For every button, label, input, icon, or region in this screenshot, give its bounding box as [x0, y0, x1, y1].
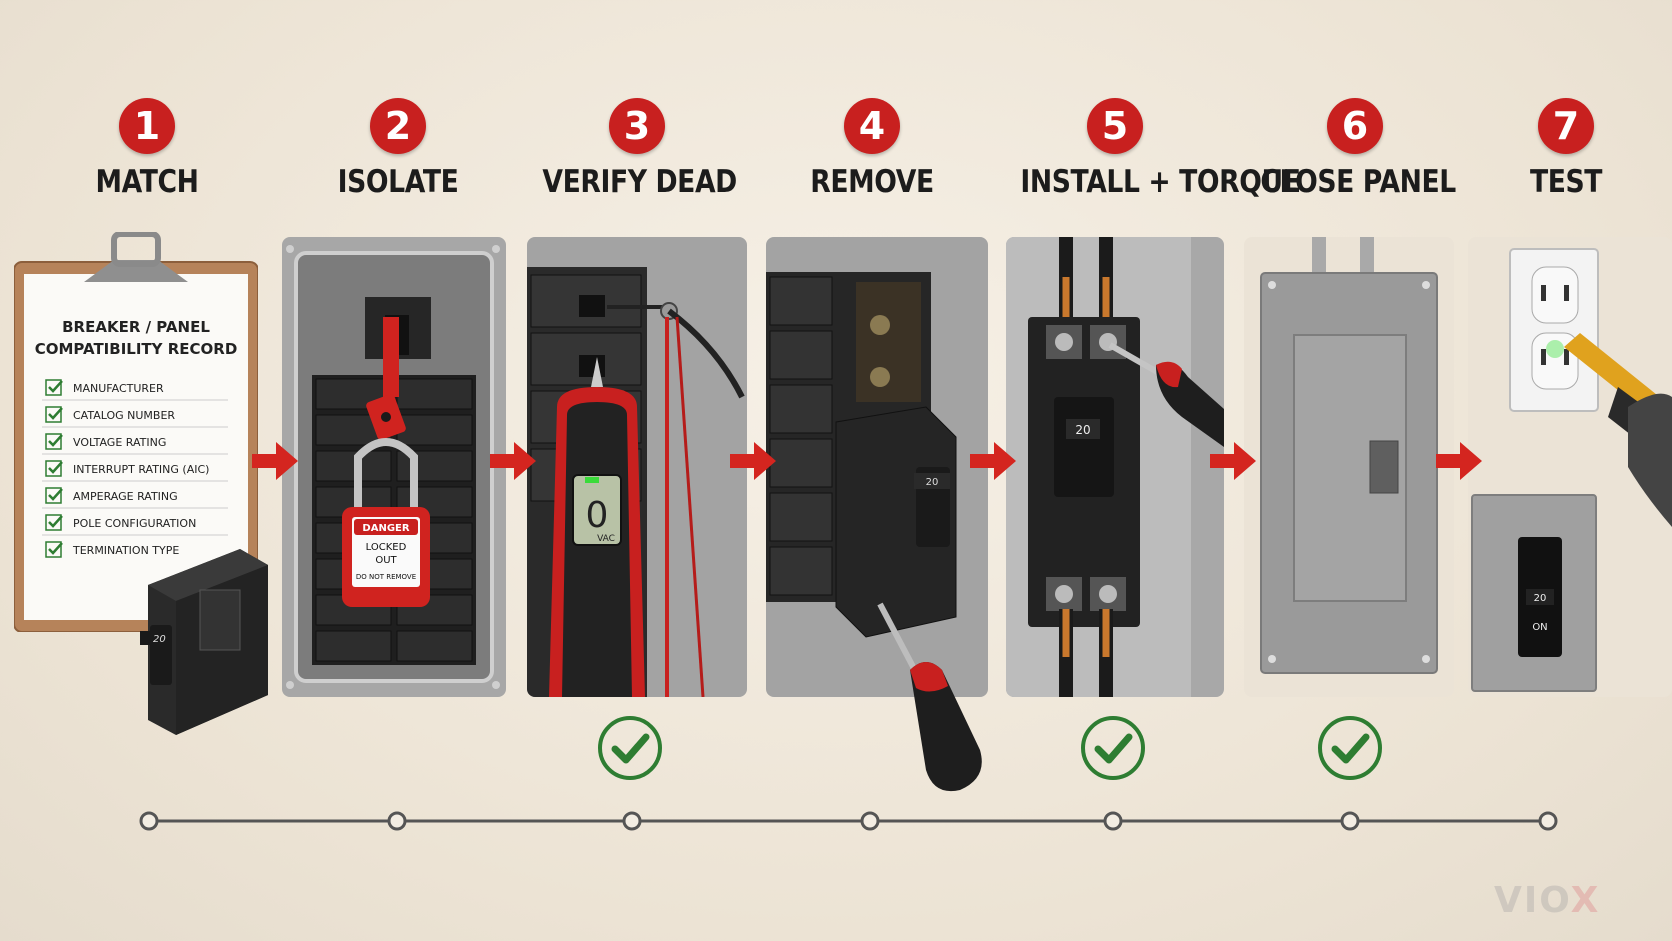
step-title: INSTALL + TORQUE [1020, 164, 1301, 200]
step-title: TEST [1529, 164, 1603, 200]
checkbox-icon [45, 379, 62, 396]
checklist-item: MANUFACTURER [73, 382, 164, 395]
step-title: CLOSE PANEL [1260, 164, 1456, 200]
compatibility-clipboard: BREAKER / PANEL COMPATIBILITY RECORD MAN… [14, 232, 258, 632]
breaker-rating-label: 20 [926, 477, 939, 488]
meter-reading: 0 [586, 495, 609, 536]
breaker-rating-label: 20 [1075, 423, 1090, 437]
meter-unit: VAC [597, 534, 615, 544]
checkbox-icon [45, 433, 62, 450]
checkmark-icon [1318, 716, 1382, 780]
checkbox-icon [45, 541, 62, 558]
checkmark-icon [1081, 716, 1145, 780]
logo-text: VIO [1494, 880, 1571, 921]
step-number-badge: 4 [844, 98, 900, 154]
checkmark-icon [598, 716, 662, 780]
timeline-node [622, 811, 642, 831]
step-title: REMOVE [810, 164, 934, 200]
danger-header: DANGER [362, 523, 409, 534]
test-panel: 20 ON [1468, 237, 1672, 697]
close-panel [1244, 237, 1454, 697]
arrow-right-icon [1436, 442, 1482, 480]
breaker-rating-label: 20 [153, 634, 166, 645]
timeline-node [1103, 811, 1123, 831]
timeline-node [387, 811, 407, 831]
clipboard-heading-line2: COMPATIBILITY RECORD [35, 340, 238, 358]
checklist-item: AMPERAGE RATING [73, 490, 178, 503]
checklist-item: VOLTAGE RATING [73, 436, 166, 449]
checklist-item: CATALOG NUMBER [73, 409, 175, 422]
step-7: 7 TEST [1456, 98, 1672, 200]
step-3: 3 VERIFY DEAD [527, 98, 747, 200]
step-4: 4 REMOVE [762, 98, 982, 200]
checkbox-icon [45, 460, 62, 477]
clipboard-heading-line1: BREAKER / PANEL [62, 318, 210, 336]
progress-timeline [139, 811, 1558, 831]
step-1: 1 MATCH [37, 98, 257, 200]
step-6: 6 CLOSE PANEL [1245, 98, 1465, 200]
arrow-right-icon [730, 442, 776, 480]
step-title: ISOLATE [337, 164, 459, 200]
install-torque-panel: 20 [1006, 237, 1224, 697]
checklist-item: INTERRUPT RATING (AIC) [73, 463, 209, 476]
tag-line-locked: LOCKED [366, 542, 407, 553]
step-title: VERIFY DEAD [542, 164, 737, 200]
step-title: MATCH [95, 164, 199, 200]
checklist-item: TERMINATION TYPE [72, 544, 179, 557]
tag-line-out: OUT [375, 555, 397, 566]
new-breaker-illustration: 20 [140, 549, 268, 735]
breaker-on-label: ON [1532, 622, 1547, 633]
verify-dead-panel: 0 VAC [527, 237, 747, 697]
brand-logo: VIOX [1494, 880, 1600, 921]
step-number-badge: 6 [1327, 98, 1383, 154]
arrow-right-icon [252, 442, 298, 480]
timeline-node [860, 811, 880, 831]
isolate-panel: DANGER LOCKED OUT DO NOT REMOVE [282, 237, 506, 697]
remove-panel: 20 [766, 237, 988, 697]
checkbox-icon [45, 406, 62, 423]
step-5: 5 INSTALL + TORQUE [1005, 98, 1301, 200]
screwdriver-icon [877, 602, 982, 792]
step-number-badge: 3 [609, 98, 665, 154]
checklist-item: POLE CONFIGURATION [73, 517, 196, 530]
arrow-right-icon [1210, 442, 1256, 480]
arrow-right-icon [970, 442, 1016, 480]
tag-line-do-not-remove: DO NOT REMOVE [356, 573, 416, 581]
step-2: 2 ISOLATE [288, 98, 508, 200]
timeline-node [1538, 811, 1558, 831]
arrow-right-icon [490, 442, 536, 480]
breaker-rating-label: 20 [1534, 593, 1547, 604]
step-number-badge: 2 [370, 98, 426, 154]
logo-text-x: X [1570, 880, 1601, 921]
step-number-badge: 7 [1538, 98, 1594, 154]
step-number-badge: 5 [1087, 98, 1143, 154]
checkbox-icon [45, 514, 62, 531]
timeline-node [1340, 811, 1360, 831]
checkbox-icon [45, 487, 62, 504]
step-number-badge: 1 [119, 98, 175, 154]
timeline-node [139, 811, 159, 831]
